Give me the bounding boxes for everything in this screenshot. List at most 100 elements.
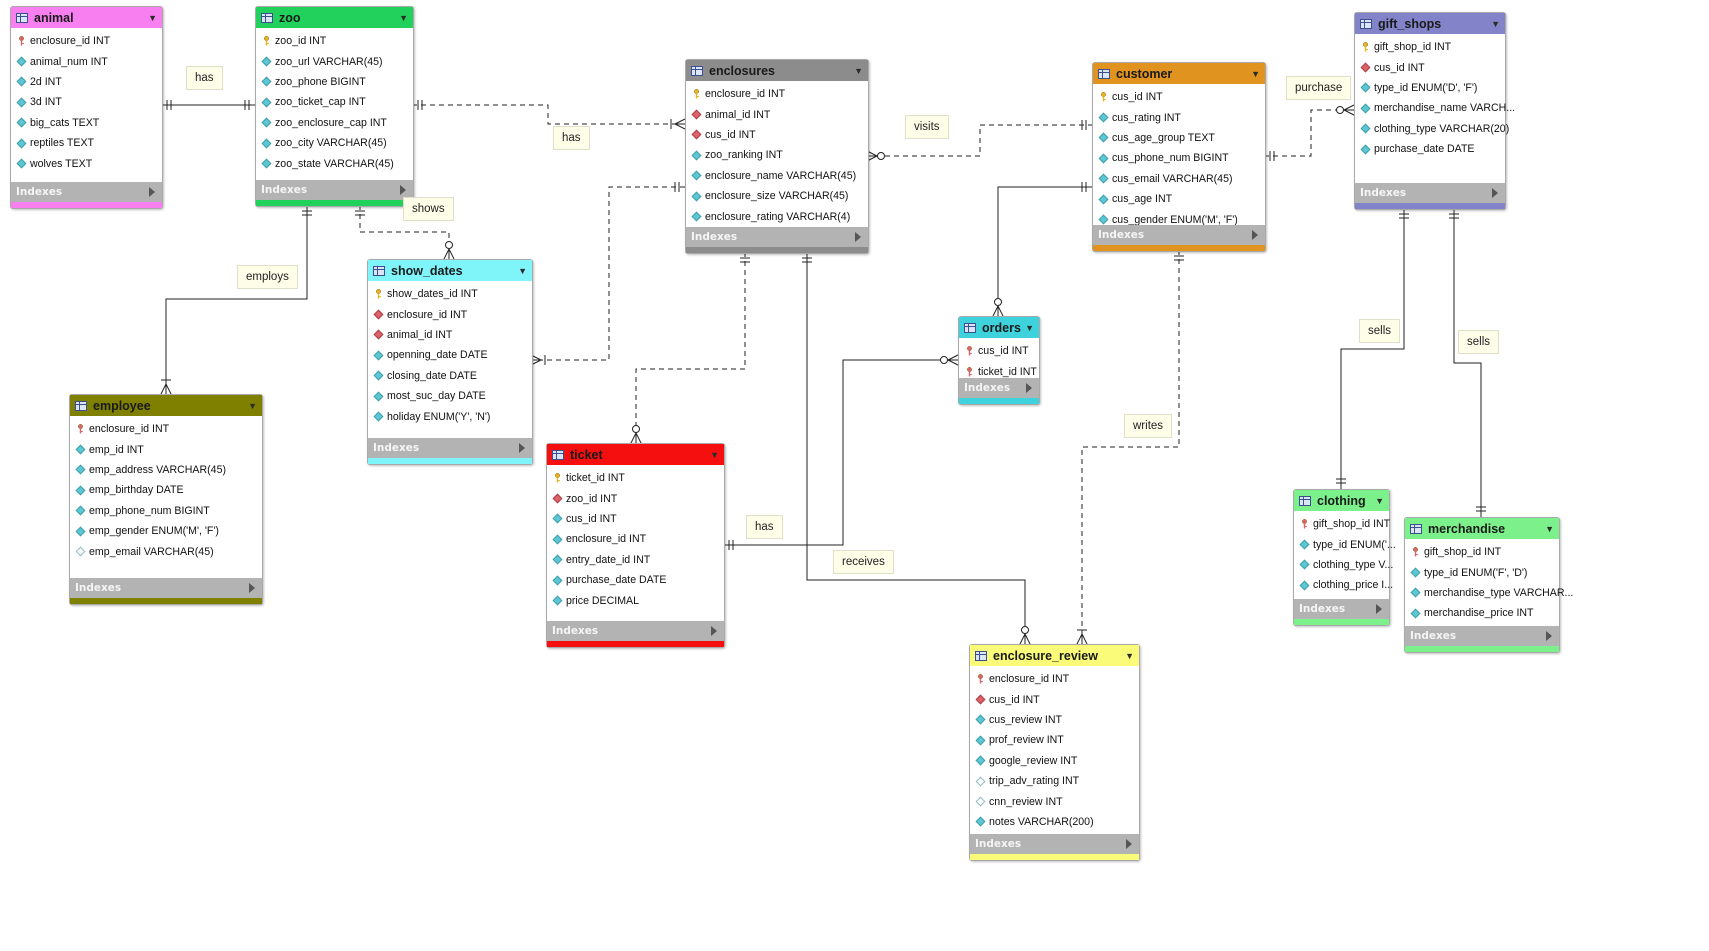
relationship-label-visits[interactable]: visits — [905, 115, 949, 139]
column-row[interactable]: notes VARCHAR(200) — [970, 812, 1139, 832]
column-row[interactable]: cus_id INT — [1093, 87, 1265, 107]
relationship-line-employs[interactable] — [165, 205, 308, 394]
indexes-section[interactable]: Indexes — [1294, 599, 1389, 619]
table-header[interactable]: enclosure_review▼ — [970, 645, 1139, 666]
column-row[interactable]: cus_gender ENUM('M', 'F') — [1093, 209, 1265, 229]
relationship-label-has-ticket-orders[interactable]: has — [746, 515, 783, 539]
column-row[interactable]: emp_id INT — [70, 439, 262, 459]
column-row[interactable]: type_id ENUM('F', 'D') — [1405, 562, 1559, 582]
column-row[interactable]: cus_review INT — [970, 710, 1139, 730]
table-header[interactable]: enclosures▼ — [686, 60, 868, 81]
expand-arrow-icon[interactable] — [1126, 839, 1132, 849]
expand-arrow-icon[interactable] — [1026, 383, 1032, 393]
table-header[interactable]: ticket▼ — [547, 444, 724, 465]
column-row[interactable]: cus_id INT — [970, 689, 1139, 709]
column-row[interactable]: entry_date_id INT — [547, 550, 724, 570]
expand-arrow-icon[interactable] — [400, 185, 406, 195]
expand-arrow-icon[interactable] — [711, 626, 717, 636]
column-row[interactable]: enclosure_id INT — [547, 529, 724, 549]
column-row[interactable]: zoo_state VARCHAR(45) — [256, 153, 413, 173]
column-row[interactable]: animal_id INT — [368, 325, 532, 345]
column-row[interactable]: show_dates_id INT — [368, 284, 532, 304]
column-row[interactable]: cnn_review INT — [970, 791, 1139, 811]
column-row[interactable]: zoo_url VARCHAR(45) — [256, 51, 413, 71]
collapse-arrow-icon[interactable]: ▼ — [710, 449, 719, 460]
column-row[interactable]: cus_email VARCHAR(45) — [1093, 169, 1265, 189]
indexes-section[interactable]: Indexes — [1355, 183, 1505, 203]
relationship-line-cus-orders[interactable] — [997, 186, 1092, 316]
relationship-line-purchase[interactable] — [1264, 109, 1354, 157]
column-row[interactable]: type_id ENUM('D', 'F') — [1355, 78, 1505, 98]
column-row[interactable]: clothing_type V... — [1294, 555, 1393, 575]
column-row[interactable]: cus_age INT — [1093, 189, 1265, 209]
collapse-arrow-icon[interactable]: ▼ — [854, 65, 863, 76]
column-row[interactable]: gift_shop_id INT — [1405, 542, 1559, 562]
collapse-arrow-icon[interactable]: ▼ — [248, 400, 257, 411]
column-row[interactable]: enclosure_rating VARCHAR(4) — [686, 206, 868, 226]
expand-arrow-icon[interactable] — [1252, 230, 1258, 240]
table-header[interactable]: merchandise▼ — [1405, 518, 1559, 539]
expand-arrow-icon[interactable] — [149, 187, 155, 197]
column-row[interactable]: zoo_id INT — [256, 31, 413, 51]
column-row[interactable]: gift_shop_id INT — [1294, 514, 1390, 534]
column-row[interactable]: cus_phone_num BIGINT — [1093, 148, 1265, 168]
column-row[interactable]: animal_id INT — [686, 104, 868, 124]
column-row[interactable]: big_cats TEXT — [11, 113, 162, 133]
column-row[interactable]: google_review INT — [970, 751, 1139, 771]
column-row[interactable]: ticket_id INT — [547, 468, 724, 488]
column-row[interactable]: openning_date DATE — [368, 345, 532, 365]
indexes-section[interactable]: Indexes — [959, 378, 1039, 398]
column-row[interactable]: ticket_id INT — [959, 361, 1039, 381]
relationship-line-sells-merchandise[interactable] — [1453, 208, 1482, 517]
column-row[interactable]: trip_adv_rating INT — [970, 771, 1139, 791]
relationship-line-enc-ticket[interactable] — [635, 252, 746, 443]
collapse-arrow-icon[interactable]: ▼ — [1251, 68, 1260, 79]
column-row[interactable]: cus_id INT — [959, 341, 1039, 361]
relationship-line-visits[interactable] — [867, 124, 1092, 157]
column-row[interactable]: closing_date DATE — [368, 366, 532, 386]
expand-arrow-icon[interactable] — [855, 232, 861, 242]
column-row[interactable]: clothing_price I... — [1294, 575, 1393, 595]
indexes-section[interactable]: Indexes — [1093, 225, 1265, 245]
relationship-label-writes[interactable]: writes — [1124, 414, 1173, 438]
column-row[interactable]: zoo_ticket_cap INT — [256, 92, 413, 112]
collapse-arrow-icon[interactable]: ▼ — [1125, 650, 1134, 661]
column-row[interactable]: 2d INT — [11, 72, 162, 92]
table-header[interactable]: orders▼ — [959, 317, 1039, 338]
column-row[interactable]: zoo_city VARCHAR(45) — [256, 133, 413, 153]
table-header[interactable]: clothing▼ — [1294, 490, 1389, 511]
indexes-section[interactable]: Indexes — [547, 621, 724, 641]
column-row[interactable]: animal_num INT — [11, 51, 162, 71]
column-row[interactable]: zoo_phone BIGINT — [256, 72, 413, 92]
column-row[interactable]: emp_birthday DATE — [70, 480, 262, 500]
relationship-label-receives[interactable]: receives — [833, 550, 894, 574]
collapse-arrow-icon[interactable]: ▼ — [1375, 495, 1384, 506]
column-row[interactable]: 3d INT — [11, 92, 162, 112]
column-row[interactable]: prof_review INT — [970, 730, 1139, 750]
column-row[interactable]: zoo_id INT — [547, 488, 724, 508]
relationship-line-has-ticket-orders[interactable] — [723, 359, 958, 546]
indexes-section[interactable]: Indexes — [1405, 626, 1559, 646]
column-row[interactable]: emp_address VARCHAR(45) — [70, 460, 262, 480]
column-row[interactable]: merchandise_type VARCHAR... — [1405, 583, 1573, 603]
table-header[interactable]: zoo▼ — [256, 7, 413, 28]
indexes-section[interactable]: Indexes — [368, 438, 532, 458]
collapse-arrow-icon[interactable]: ▼ — [148, 12, 157, 23]
indexes-section[interactable]: Indexes — [970, 834, 1139, 854]
collapse-arrow-icon[interactable]: ▼ — [1545, 523, 1554, 534]
relationship-label-sells-clothing[interactable]: sells — [1359, 319, 1401, 343]
indexes-section[interactable]: Indexes — [11, 182, 162, 202]
expand-arrow-icon[interactable] — [519, 443, 525, 453]
table-header[interactable]: animal▼ — [11, 7, 162, 28]
column-row[interactable]: enclosure_id INT — [368, 304, 532, 324]
